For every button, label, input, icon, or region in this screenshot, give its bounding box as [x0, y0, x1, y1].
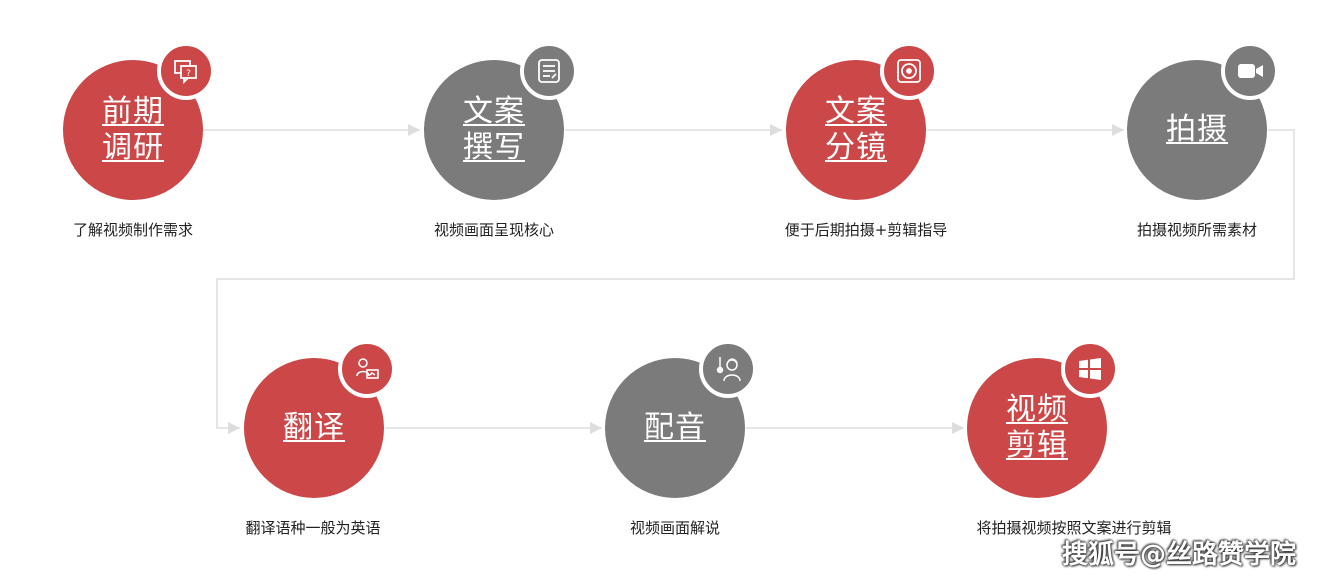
step-description: 将拍摄视频按照文案进行剪辑 [976, 519, 1172, 537]
step-description: 便于后期拍摄+剪辑指导 [784, 221, 948, 239]
step-description: 拍摄视频所需素材 [1136, 221, 1258, 239]
step-description: 翻译语种一般为英语 [245, 519, 381, 537]
step-research: 前期 调研 ? [63, 42, 215, 200]
arrow-4-5 [216, 129, 1295, 434]
document-edit-icon [520, 42, 578, 100]
svg-text:?: ? [186, 69, 191, 79]
step-circle: 前期 调研 [63, 60, 203, 200]
step-title: 拍摄 [1166, 112, 1228, 147]
step-voiceover: 配音 [605, 340, 757, 498]
step-title: 文案 撰写 [463, 94, 525, 165]
step-description: 视频画面解说 [629, 519, 721, 537]
step-title: 翻译 [283, 410, 345, 445]
step-title: 文案 分镜 [825, 94, 887, 165]
step-description: 视频画面呈现核心 [433, 221, 555, 239]
step-title: 配音 [644, 410, 706, 445]
question-chat-icon: ? [157, 42, 215, 100]
step-title: 前期 调研 [102, 94, 164, 165]
step-description: 了解视频制作需求 [72, 221, 194, 239]
step-title: 视频 剪辑 [1006, 392, 1068, 463]
step-storyboard: 文案 分镜 [786, 42, 938, 200]
step-shooting: 拍摄 [1127, 42, 1279, 200]
step-video-editing: 视频 剪辑 [967, 340, 1119, 498]
step-translation: 翻译 [244, 340, 396, 498]
translator-icon [338, 340, 396, 398]
watermark: 搜狐号@丝路赞学院 [1061, 540, 1296, 570]
windows-icon [1061, 340, 1119, 398]
video-camera-icon [1221, 42, 1279, 100]
disc-icon [880, 42, 938, 100]
step-copywriting: 文案 撰写 [424, 42, 578, 200]
voice-actor-icon [699, 340, 757, 398]
